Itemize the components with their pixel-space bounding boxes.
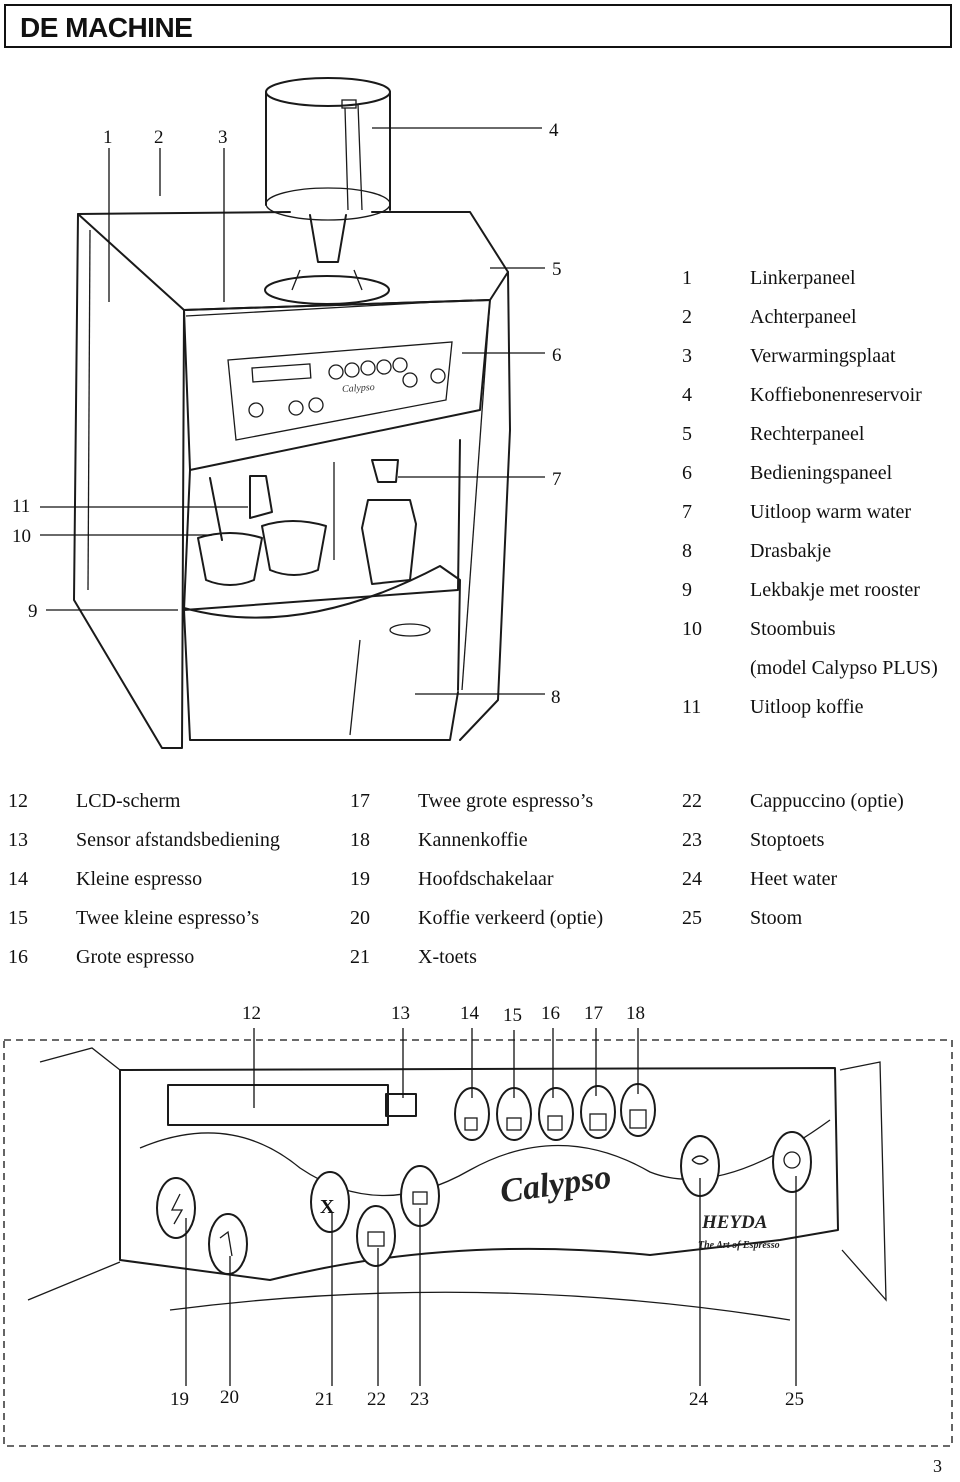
x-key-label: X bbox=[320, 1196, 335, 1218]
machine-leader-lines bbox=[40, 127, 545, 695]
callout-8: 8 bbox=[551, 687, 561, 708]
page-number: 3 bbox=[933, 1456, 942, 1476]
callout-15: 15 bbox=[503, 1005, 522, 1026]
callout-6: 6 bbox=[552, 345, 562, 366]
callout-20: 20 bbox=[220, 1387, 239, 1408]
callout-21: 21 bbox=[315, 1389, 334, 1410]
panel-leader-lines bbox=[185, 1028, 797, 1386]
control-panel-drawing bbox=[3, 1039, 953, 1447]
callout-14: 14 bbox=[460, 1003, 479, 1024]
callout-1: 1 bbox=[103, 127, 113, 148]
callout-11: 11 bbox=[12, 496, 31, 517]
maker-logo: HEYDA bbox=[702, 1212, 768, 1233]
coffee-machine-drawing bbox=[73, 77, 511, 749]
callout-10: 10 bbox=[12, 526, 31, 547]
title-frame: DE MACHINE bbox=[4, 4, 952, 48]
callout-17: 17 bbox=[584, 1003, 603, 1024]
callout-23: 23 bbox=[410, 1389, 429, 1410]
legend-row-10-note: (model Calypso PLUS) bbox=[750, 657, 938, 679]
callout-9: 9 bbox=[28, 601, 38, 622]
callout-7: 7 bbox=[552, 469, 562, 490]
page-title: DE MACHINE bbox=[20, 12, 193, 43]
callout-5: 5 bbox=[552, 259, 562, 280]
callout-13: 13 bbox=[391, 1003, 410, 1024]
callout-18: 18 bbox=[626, 1003, 645, 1024]
callout-16: 16 bbox=[541, 1003, 560, 1024]
callout-4: 4 bbox=[549, 120, 559, 141]
callout-2: 2 bbox=[154, 127, 164, 148]
tagline-logo: The Art of Espresso bbox=[698, 1240, 780, 1251]
callout-12: 12 bbox=[242, 1003, 261, 1024]
callout-19: 19 bbox=[170, 1389, 189, 1410]
callout-25: 25 bbox=[785, 1389, 804, 1410]
callout-22: 22 bbox=[367, 1389, 386, 1410]
machine-brand-logo: Calypso bbox=[341, 381, 376, 396]
callout-3: 3 bbox=[218, 127, 228, 148]
callout-24: 24 bbox=[689, 1389, 708, 1410]
